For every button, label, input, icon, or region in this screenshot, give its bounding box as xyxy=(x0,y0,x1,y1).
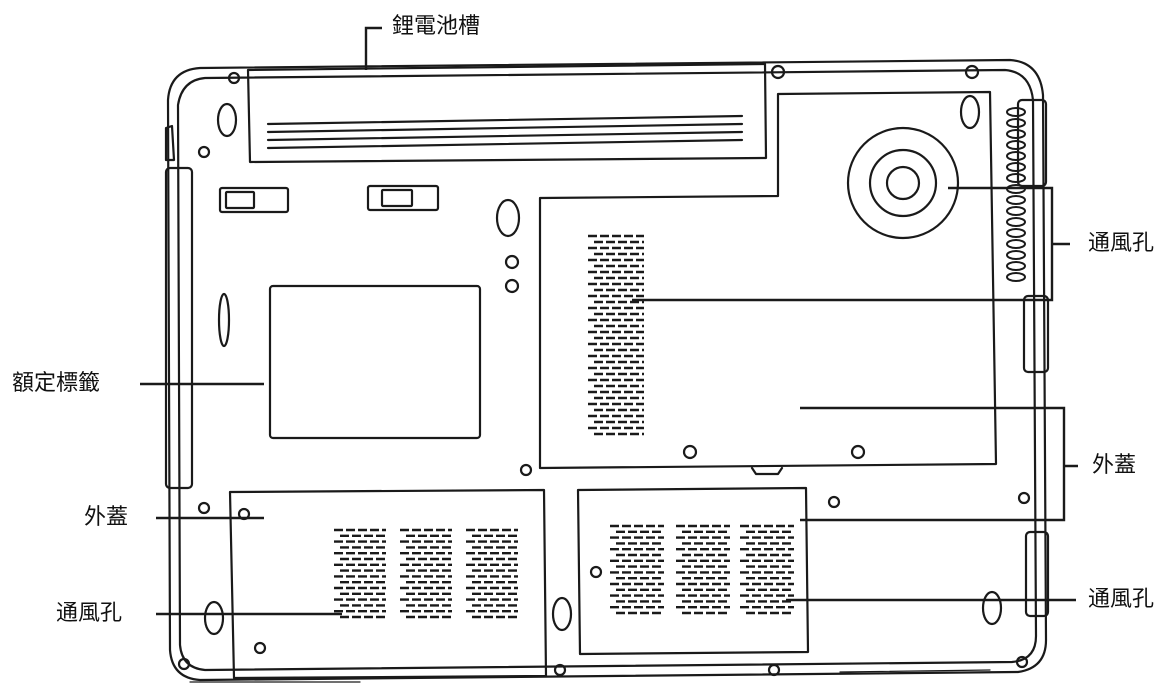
callout-battery-bay: 鋰電池槽 xyxy=(392,14,481,39)
leader-battery-bay xyxy=(364,26,382,70)
callout-vents-right-top: 通風孔 xyxy=(1088,231,1155,256)
vent-grille-right-3 xyxy=(740,524,794,615)
leader-cover-right xyxy=(800,406,1078,522)
vent-grille-large-cover xyxy=(588,234,644,436)
fan-vent-circle xyxy=(846,126,960,240)
callout-cover-right: 外蓋 xyxy=(1092,453,1137,478)
vent-grille-left-2 xyxy=(400,528,452,619)
battery-latch-left xyxy=(218,186,290,214)
callout-vents-left: 通風孔 xyxy=(56,601,123,626)
right-port-bottom xyxy=(1024,530,1050,618)
left-side-rail xyxy=(164,166,194,490)
leader-vents-right-top xyxy=(632,186,1070,302)
bottom-left-cover xyxy=(228,488,548,680)
callout-rating-label: 額定標籤 xyxy=(12,371,101,396)
vent-grille-left-1 xyxy=(334,528,386,619)
rating-label-area xyxy=(268,284,482,440)
right-port-middle xyxy=(1022,294,1050,374)
bottom-right-cover xyxy=(576,486,810,656)
battery-latch-right xyxy=(366,184,440,212)
vent-grille-right-2 xyxy=(676,524,730,615)
vent-grille-left-3 xyxy=(466,528,518,619)
callout-cover-left: 外蓋 xyxy=(84,505,129,530)
battery-bay xyxy=(246,62,768,164)
right-port-top xyxy=(1016,98,1048,188)
large-cover-panel xyxy=(538,90,998,470)
right-edge-coil-vents xyxy=(1006,107,1026,282)
laptop-body-inner-outline xyxy=(176,68,1038,672)
left-side-notch xyxy=(164,124,176,162)
callout-vents-right-bottom: 通風孔 xyxy=(1088,587,1155,612)
laptop-body-outline xyxy=(166,58,1048,682)
vent-grille-right-1 xyxy=(610,524,664,615)
